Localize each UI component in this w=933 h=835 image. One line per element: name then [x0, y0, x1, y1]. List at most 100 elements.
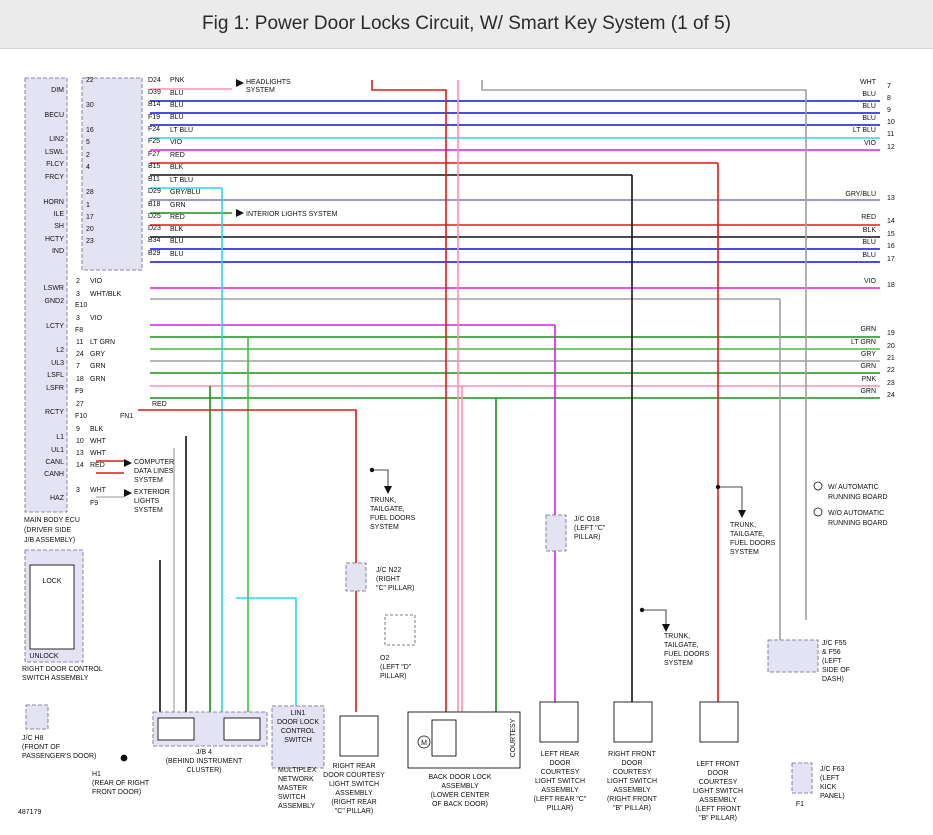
wire-color-label: LT BLU — [170, 127, 193, 134]
pin-number: 22 — [86, 77, 94, 84]
note-trunk: TAILGATE, — [370, 506, 405, 513]
wire-color-label: BLU — [170, 251, 184, 258]
note-trunk: FUEL DOORS — [730, 540, 776, 547]
connector-id: D23 — [148, 225, 161, 232]
vert-gry — [481, 80, 807, 620]
pin-number: 28 — [86, 189, 94, 196]
arrow-icon — [124, 459, 132, 467]
right-wire-label: LT GRN — [851, 339, 876, 346]
jb4-name: (BEHIND INSTRUMENT — [166, 758, 243, 765]
diagram-labels: DIMBECULIN2LSWLFLCYFRCYHORNILESHHCTYINDL… — [18, 77, 895, 822]
jb4-right — [223, 717, 261, 741]
connector-id: B29 — [148, 250, 161, 257]
pin-number: 18 — [76, 376, 84, 383]
legend-2b: RUNNING BOARD — [828, 520, 888, 527]
rr-courtesy-switch — [339, 715, 379, 757]
note-trunk: SYSTEM — [370, 524, 399, 531]
ecu-terminal-canh: CANH — [44, 471, 64, 478]
note-exterior: EXTERIOR — [134, 489, 170, 496]
bdla-name: (LOWER CENTER — [431, 792, 490, 799]
right-wire-label: WHT — [860, 79, 877, 86]
right-wire-number: 10 — [887, 119, 895, 126]
wire-color-label: WHT/BLK — [90, 291, 121, 298]
right-wire-label: RED — [861, 214, 876, 221]
wire — [372, 469, 389, 488]
lfcs-name: COURTESY — [699, 779, 738, 786]
lrcs-name: ASSEMBLY — [541, 787, 579, 794]
jb4-left — [157, 717, 195, 741]
wire-color-label: GRN — [90, 363, 106, 370]
ecu-terminal-canl: CANL — [45, 459, 64, 466]
right-wire-label: BLU — [862, 91, 876, 98]
pin-number: 30 — [86, 102, 94, 109]
wiring-diagram: DIMBECULIN2LSWLFLCYFRCYHORNILESHHCTYINDL… — [18, 77, 895, 822]
wire — [642, 609, 667, 626]
ecu-terminal-rcty: RCTY — [45, 409, 64, 416]
pin-number: 7 — [76, 363, 80, 370]
jch8-name: PASSENGER'S DOOR) — [22, 753, 96, 760]
pin-number: 2 — [76, 278, 80, 285]
legend-1: W/ AUTOMATIC — [828, 484, 879, 491]
connector-id: B18 — [148, 201, 161, 208]
pin-number: 1 — [86, 202, 90, 209]
wire-color-label: WHT — [90, 438, 107, 445]
connector-id: F9 — [75, 388, 83, 395]
rrcs-name: ASSEMBLY — [335, 790, 373, 797]
connector-id: D29 — [148, 188, 161, 195]
bdla-name: BACK DOOR LOCK — [428, 774, 491, 781]
rfcs-name: ASSEMBLY — [613, 787, 651, 794]
note-interior: INTERIOR LIGHTS SYSTEM — [246, 211, 338, 218]
wire-color-label: VIO — [170, 139, 183, 146]
wire-color-label: VIO — [90, 278, 103, 285]
lrcs-name: LIGHT SWITCH — [535, 778, 585, 785]
o2-name: O2 — [380, 655, 389, 662]
jc-f55 — [767, 639, 819, 673]
right-wire-label: BLK — [863, 227, 877, 234]
connector-id: B15 — [148, 163, 161, 170]
right-wire-label: GRN — [860, 363, 876, 370]
arrow-icon — [236, 79, 244, 87]
right-wire-number: 9 — [887, 107, 891, 114]
connector-id: FN1 — [120, 413, 133, 420]
o2 — [384, 614, 416, 646]
connector-id: B14 — [148, 101, 161, 108]
connector-id: D25 — [148, 213, 161, 220]
lfcs-name: "B" PILLAR) — [699, 815, 737, 822]
lin1-name: DOOR LOCK — [277, 719, 319, 726]
lr-courtesy-switch — [539, 701, 579, 743]
right-wire-number: 16 — [887, 243, 895, 250]
lin1 — [271, 705, 325, 769]
wire-color-label: BLU — [170, 90, 184, 97]
connector-id: E10 — [75, 302, 88, 309]
ecu-terminal-ind: IND — [52, 248, 64, 255]
motor-label: M — [421, 740, 427, 747]
wire — [718, 486, 743, 512]
note-trunk: TRUNK, — [664, 633, 690, 640]
note-trunk: TRUNK, — [730, 522, 756, 529]
wire-color-label: GRN — [170, 202, 186, 209]
rfcs-name: "B" PILLAR) — [613, 805, 651, 812]
note-trunk: TAILGATE, — [664, 642, 699, 649]
jc-n22 — [345, 562, 367, 592]
note-trunk: FUEL DOORS — [370, 515, 416, 522]
vert-red-backdoor — [371, 80, 447, 712]
lfcs-name: LIGHT SWITCH — [693, 788, 743, 795]
jc-o18 — [545, 514, 567, 552]
jco18-name: PILLAR) — [574, 534, 600, 541]
ecu-name: J/B ASSEMBLY) — [24, 537, 75, 544]
right-wire-number: 23 — [887, 380, 895, 387]
lfcs-name: DOOR — [708, 770, 729, 777]
lock-label: LOCK — [42, 578, 61, 585]
wire-color-label: WHT — [90, 487, 107, 494]
ecu-terminal-l2: L2 — [56, 347, 64, 354]
right-wire-label: GRN — [860, 388, 876, 395]
right-wire-number: 12 — [887, 144, 895, 151]
lrcs-name: DOOR — [550, 760, 571, 767]
ecu-terminal-horn: HORN — [43, 199, 64, 206]
ecu-terminal-lin2: LIN2 — [49, 136, 64, 143]
lrcs-name: (LEFT REAR "C" — [534, 796, 587, 803]
jcf55-name: (LEFT — [822, 658, 842, 665]
right-wire-number: 11 — [887, 131, 894, 138]
ecu-terminal-lswr: LSWR — [44, 285, 64, 292]
rfcs-name: (RIGHT FRONT — [607, 796, 658, 803]
